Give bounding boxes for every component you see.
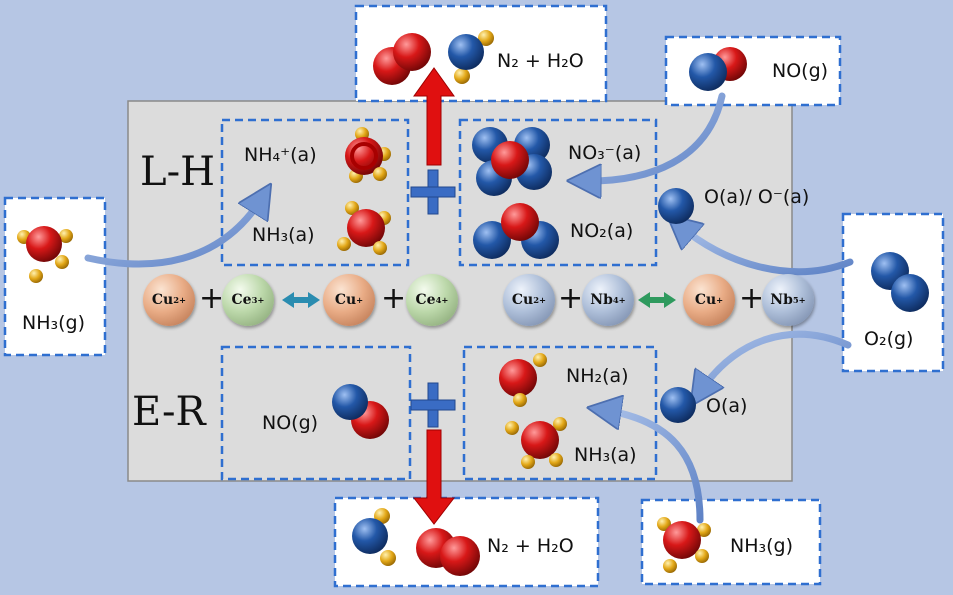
molecule-nh3-er [505,417,567,469]
ion-cu1-left: Cu+ [323,274,375,326]
flow-arrow-nh3-adsorb [84,198,262,268]
big-plus-er-h [410,399,456,411]
molecule-no2 [473,203,559,259]
box-lh-nh3 [220,118,410,267]
big-plus-lh-h [410,186,456,198]
box-er-no [220,345,412,481]
redox-arrow-ce [282,292,320,308]
molecule-o2-top [373,33,431,85]
label-no-gas-top: NO(g) [772,60,829,82]
molecule-nh3-gas-bottom [657,517,711,573]
label-no2-ads: NO₂(a) [570,220,634,242]
label-lh-mechanism: L-H [140,149,215,195]
flow-arrow-nh3-bottom [604,410,704,524]
molecule-o2-bottom [416,528,480,576]
molecule-no-top [689,47,747,91]
label-o2-gas: O₂(g) [864,328,914,350]
label-nh3-gas-bottom: NH₃(g) [730,535,794,557]
molecule-no-er [332,384,389,439]
label-nh2-ads: NH₂(a) [566,365,629,387]
molecule-o2-gas [871,252,929,312]
label-no-gas-er: NO(g) [262,412,319,434]
box-er-nh3 [462,345,658,481]
atom-o-ads-er [660,387,696,423]
label-n2-h2o-top: N₂ + H₂O [497,50,584,72]
ion-cu1-right: Cu+ [683,274,735,326]
molecule-nh2-bottom [352,508,396,566]
molecule-no3 [472,127,552,196]
label-o-ads-ion: O(a)/ O⁻(a) [704,186,810,208]
box-lh-nox [458,118,658,267]
atom-o-ads-lh [658,188,694,224]
plus-sign-3: + [558,281,584,316]
box-nh3-gas-left [3,196,107,357]
arrow-to-top-products [413,67,455,166]
label-nh3-gas-left: NH₃(g) [22,312,86,334]
label-o-ads: O(a) [706,395,748,417]
flow-arrow-no-adsorb [584,92,726,181]
flow-arrow-o2-to-oa [680,226,854,276]
label-nh3-ads-er: NH₃(a) [574,444,637,466]
label-nh4-ads: NH₄⁺(a) [244,144,317,166]
molecule-nh3-gas-left [17,226,73,283]
plus-sign-4: + [739,281,765,316]
molecule-nh4 [345,127,391,183]
label-er-mechanism: E-R [132,389,206,435]
molecule-nh2 [499,353,547,407]
plus-sign-1: + [199,281,225,316]
label-no3-ads: NO₃⁻(a) [568,142,642,164]
label-nh3-ads-lh: NH₃(a) [252,224,315,246]
flow-arrow-o2-to-o [700,330,852,392]
molecule-nh2-top [448,30,494,84]
plus-sign-2: + [381,281,407,316]
molecule-nh3-lh [337,201,391,255]
redox-arrow-nb [638,292,676,308]
label-n2-h2o-bottom: N₂ + H₂O [487,535,574,557]
arrow-to-bottom-products [412,429,456,525]
